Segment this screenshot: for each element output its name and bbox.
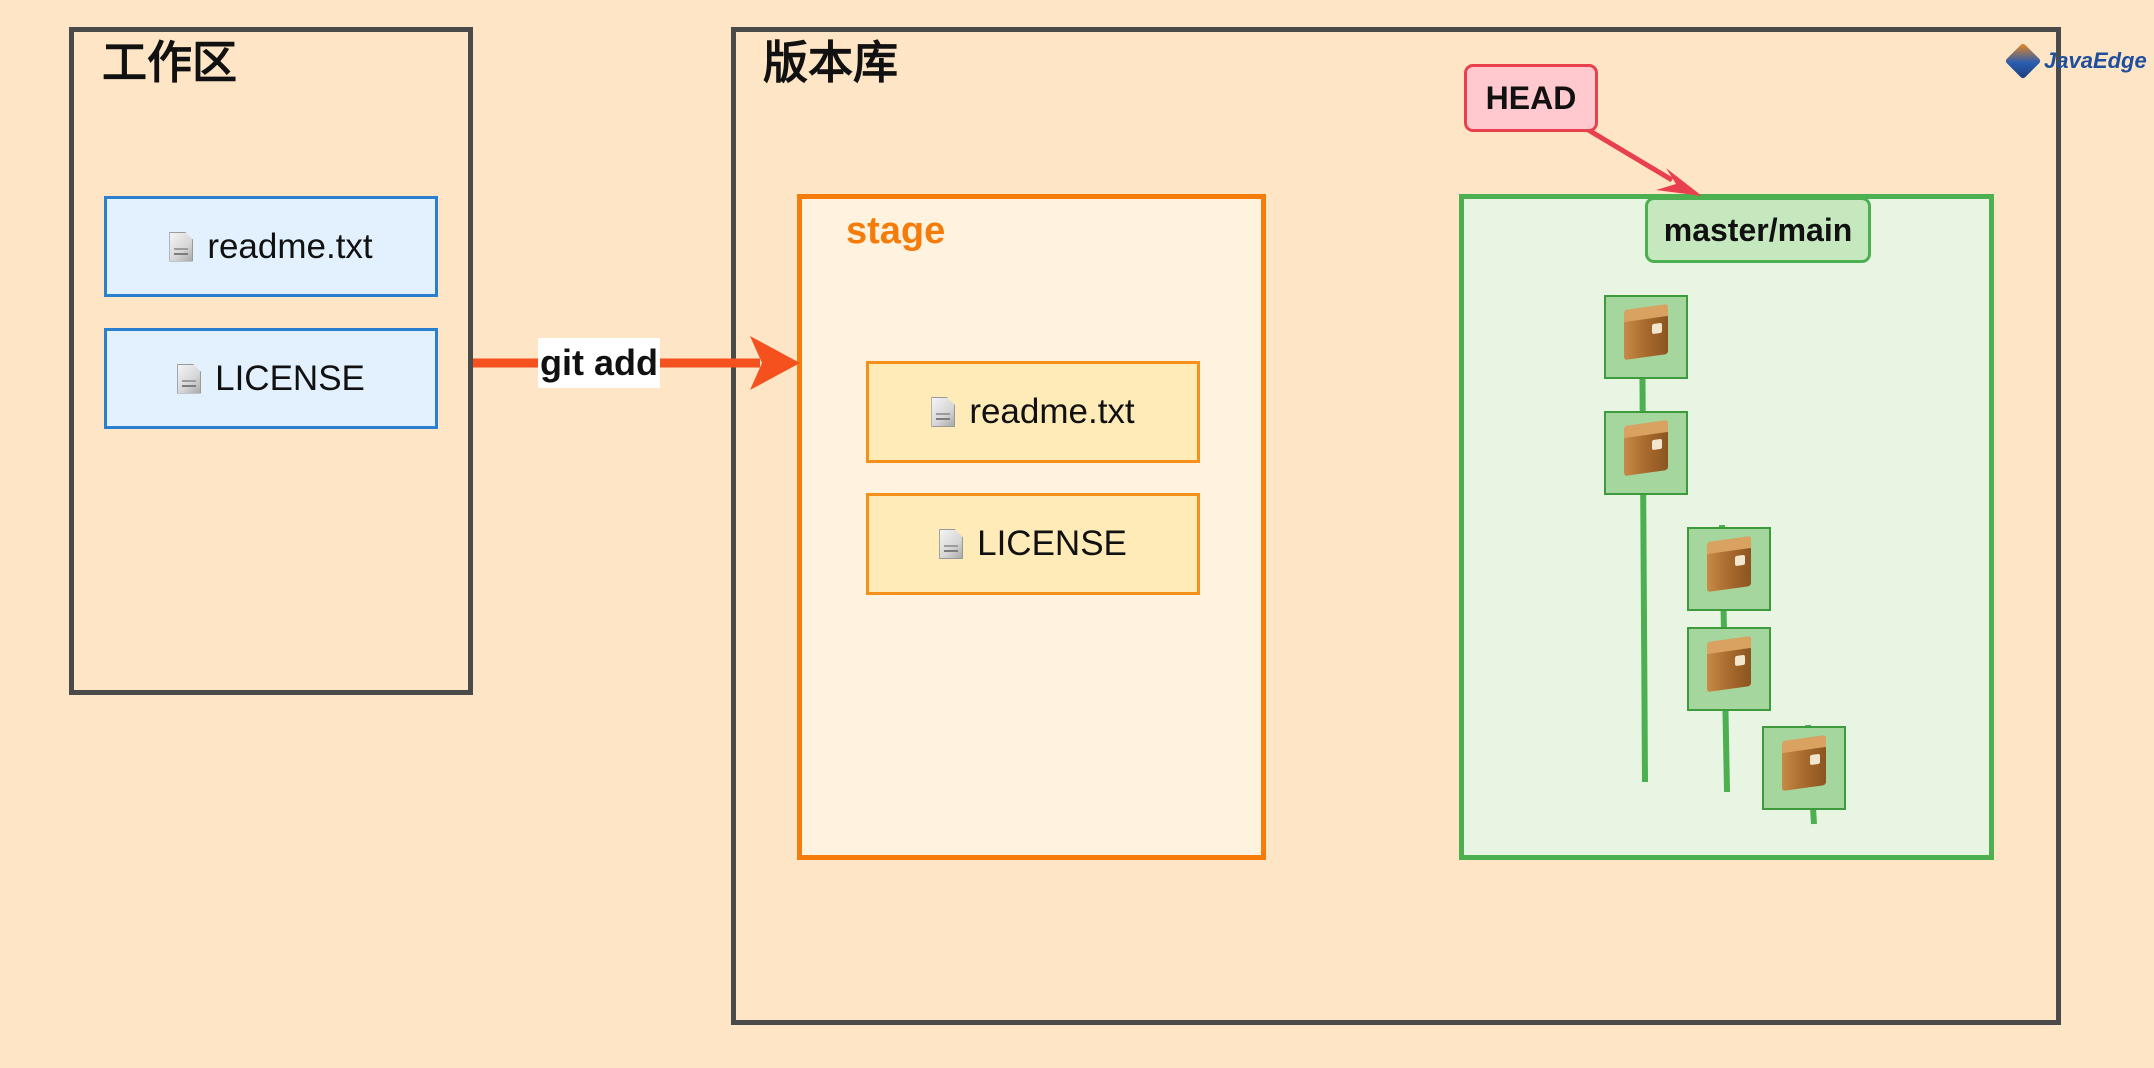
stage-file-readme: readme.txt (866, 361, 1200, 463)
document-icon (177, 363, 202, 394)
stage-file-license: LICENSE (866, 493, 1200, 595)
workspace-file-readme-label: readme.txt (207, 226, 373, 266)
repository-title: 版本库 (763, 36, 899, 89)
head-arrow-line (1583, 125, 1674, 183)
repository-panel (731, 27, 2061, 1025)
branch-name-label: master/main (1645, 197, 1871, 263)
commit-node-1 (1604, 295, 1688, 379)
commit-node-4 (1687, 627, 1771, 711)
head-arrow-head (1656, 168, 1702, 196)
logo-icon (2004, 42, 2042, 80)
commit-node-3 (1687, 527, 1771, 611)
document-icon (939, 529, 964, 559)
stage-title: stage (846, 209, 946, 252)
package-icon (1707, 645, 1751, 693)
git-add-label: git add (538, 338, 660, 388)
head-pointer: HEAD (1464, 64, 1598, 132)
workspace-file-license: LICENSE (104, 328, 438, 429)
commit-node-5 (1762, 726, 1846, 810)
document-icon (931, 397, 956, 427)
git-add-arrow-head (750, 336, 800, 390)
commit-node-2 (1604, 411, 1688, 495)
stage-file-readme-label: readme.txt (969, 392, 1135, 431)
package-icon (1707, 545, 1751, 593)
stage-file-license-label: LICENSE (977, 524, 1127, 563)
workspace-file-license-label: LICENSE (215, 358, 365, 398)
workspace-file-readme: readme.txt (104, 196, 438, 297)
branch-line-1 (1639, 301, 1648, 783)
package-icon (1624, 313, 1668, 361)
package-icon (1782, 744, 1826, 792)
workspace-panel (69, 27, 473, 695)
logo-text: JavaEdge (2044, 48, 2147, 73)
package-icon (1624, 429, 1668, 477)
workspace-title: 工作区 (102, 36, 238, 89)
javaedge-logo: JavaEdge (2004, 42, 2147, 80)
document-icon (169, 231, 194, 262)
